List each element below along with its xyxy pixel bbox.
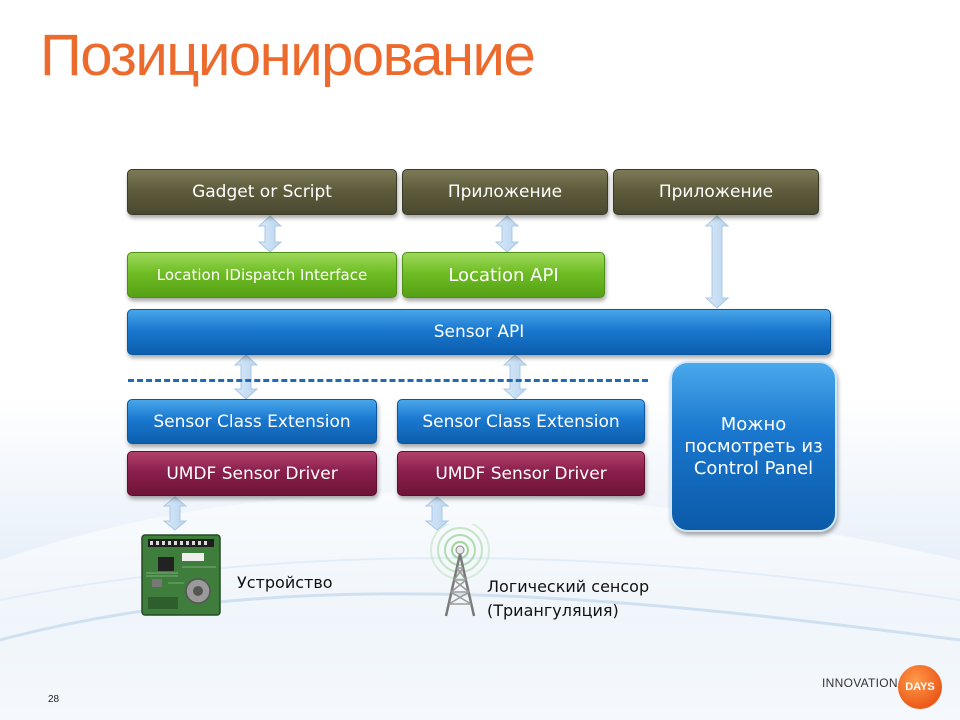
arrow-sensor-api-left-driver: [233, 354, 259, 400]
logical-sensor-line2: (Триангуляция): [487, 601, 619, 620]
control-panel-text: Можно посмотреть из Control Panel: [684, 413, 823, 479]
sensor-api-label: Sensor API: [433, 322, 525, 342]
umdf-left-label: UMDF Sensor Driver: [166, 463, 338, 484]
days-logo-badge: DAYS: [898, 665, 942, 709]
umdf-sensor-driver-left: UMDF Sensor Driver: [127, 451, 377, 496]
arrow-driver-device: [162, 496, 188, 531]
sensor-device-board-icon: [141, 534, 221, 616]
location-api-label: Location API: [448, 264, 559, 286]
application-label-2: Приложение: [658, 182, 774, 202]
sensor-class-extension-right: Sensor Class Extension: [397, 399, 645, 444]
logical-sensor-line1: Логический сенсор: [487, 577, 650, 596]
class-ext-right-label: Sensor Class Extension: [422, 411, 620, 432]
class-ext-left-label: Sensor Class Extension: [153, 411, 351, 432]
location-idispatch-box: Location IDispatch Interface: [127, 252, 397, 298]
radio-tower-icon: [430, 524, 490, 617]
kernel-boundary-dashed-line: [128, 379, 648, 382]
sensor-class-extension-left: Sensor Class Extension: [127, 399, 377, 444]
arrow-sensor-api-right-driver: [502, 354, 528, 400]
control-panel-callout: Можно посмотреть из Control Panel: [670, 361, 837, 532]
application-label-1: Приложение: [447, 182, 563, 202]
gadget-label: Gadget or Script: [192, 182, 332, 202]
device-label: Устройство: [237, 573, 333, 592]
application-box-2: Приложение: [613, 169, 819, 215]
slide-title: Позиционирование: [40, 23, 536, 88]
location-api-box: Location API: [402, 252, 605, 298]
application-box-1: Приложение: [402, 169, 608, 215]
arrow-app-sensor-api: [704, 215, 730, 309]
page-number: 28: [48, 694, 60, 705]
sensor-api-bar: Sensor API: [127, 309, 831, 355]
arrow-app-location-api: [494, 215, 520, 253]
umdf-sensor-driver-right: UMDF Sensor Driver: [397, 451, 645, 496]
arrow-gadget-idispatch: [257, 215, 283, 253]
arrow-driver-logical-sensor: [424, 496, 450, 531]
logical-sensor-label: Логический сенсор (Триангуляция): [487, 575, 649, 623]
umdf-right-label: UMDF Sensor Driver: [435, 463, 607, 484]
innovation-brand-text: INNOVATION: [822, 676, 898, 690]
gadget-or-script-box: Gadget or Script: [127, 169, 397, 215]
idispatch-label: Location IDispatch Interface: [156, 266, 368, 284]
